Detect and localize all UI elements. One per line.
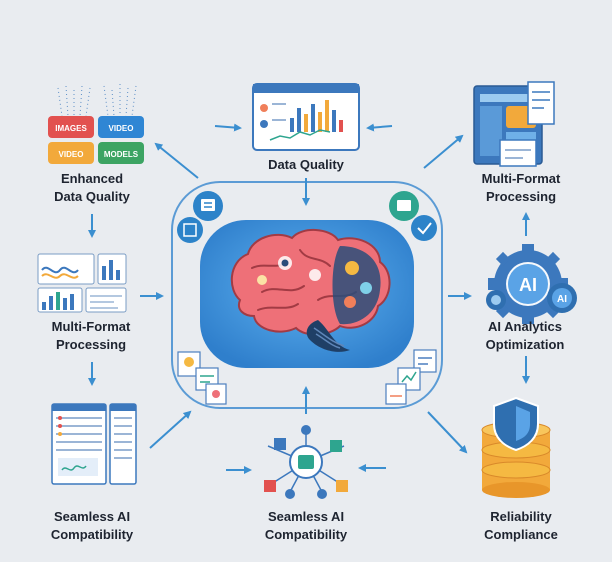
label-mid-right-line2: Optimization [485, 337, 565, 352]
node-bottom-right-illustration [481, 396, 551, 498]
arrow-tl-to-tc [214, 123, 242, 132]
node-top-right-illustration [473, 81, 555, 167]
arrow-hub-to-tl [154, 142, 199, 179]
label-top-center-line1: Data Quality [268, 157, 344, 172]
arrow-hub-to-br [427, 411, 468, 454]
database-icon [481, 421, 551, 498]
label-top-right: Multi-Format Processing [456, 170, 586, 206]
label-mid-left-line1: Multi-Format [51, 319, 131, 334]
badge-ai-main: AI [519, 275, 537, 295]
label-bottom-center-line2: Compatibility [264, 527, 348, 542]
tile-label-models: MODELS [104, 150, 139, 159]
label-bottom-left-line2: Compatibility [50, 527, 134, 542]
shield-icon [493, 396, 539, 452]
node-mid-left-illustration [37, 253, 127, 313]
node-top-center-illustration [252, 83, 360, 151]
tile-label-video-2: VIDEO [59, 150, 84, 159]
label-bottom-right-line2: Compliance [484, 527, 558, 542]
gear-icon-small [547, 283, 577, 313]
doc-bottom-left [177, 351, 227, 405]
label-mid-left-line2: Processing [55, 337, 127, 352]
label-mid-right: AI Analytics Optimization [460, 318, 590, 354]
gear-icon [488, 244, 568, 324]
label-top-center: Data Quality [236, 156, 376, 174]
tile-label-images: IMAGES [55, 124, 87, 133]
tile-video-2 [48, 142, 94, 164]
tile-label-video-1: VIDEO [109, 124, 134, 133]
label-mid-left: Multi-Format Processing [26, 318, 156, 354]
badge-top-left-2 [177, 217, 203, 243]
label-top-right-line1: Multi-Format [481, 171, 561, 186]
label-top-left-line2: Data Quality [54, 189, 130, 204]
doc-bottom-right [385, 349, 437, 405]
arrow-hub-to-tr [423, 134, 464, 169]
tile-models [98, 142, 144, 164]
central-hub [200, 220, 414, 368]
badge-ai-small: AI [557, 294, 567, 305]
tile-video-1 [98, 116, 144, 138]
label-mid-right-line1: AI Analytics [488, 319, 562, 334]
node-mid-right-illustration [486, 244, 577, 324]
label-top-left-line1: Enhanced [60, 171, 124, 186]
label-bottom-left-line1: Seamless AI [53, 509, 131, 524]
node-bottom-left-illustration [51, 403, 137, 485]
arrow-tr-to-tc [366, 123, 393, 132]
label-bottom-center-line1: Seamless AI [267, 509, 345, 524]
arrow-bl-to-hub [149, 410, 192, 449]
badge-top-left [193, 191, 223, 221]
label-top-right-line2: Processing [485, 189, 557, 204]
badge-top-right-2 [411, 215, 437, 241]
arrows [88, 123, 530, 474]
brain-icon [230, 229, 391, 352]
label-bottom-right: Reliability Compliance [456, 508, 586, 544]
badge-top-right [389, 191, 419, 221]
node-top-left-illustration [48, 84, 144, 164]
label-top-left: Enhanced Data Quality [30, 170, 154, 206]
label-bottom-right-line1: Reliability [490, 509, 552, 524]
dashboard-chart-icon [290, 100, 343, 132]
label-bottom-center: Seamless AI Compatibility [236, 508, 376, 544]
node-bottom-center-illustration [264, 425, 348, 499]
label-bottom-left: Seamless AI Compatibility [22, 508, 162, 544]
tile-images [48, 116, 94, 138]
